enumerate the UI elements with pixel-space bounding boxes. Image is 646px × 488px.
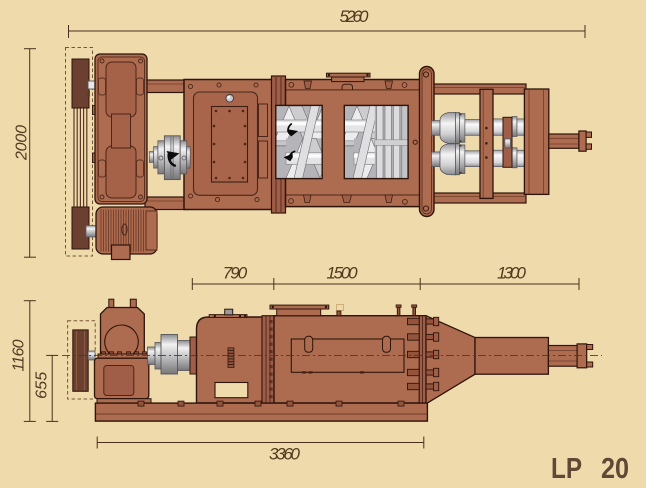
svg-text:1300: 1300 [497,264,527,283]
svg-text:2000: 2000 [13,125,30,161]
svg-text:5260: 5260 [340,7,370,26]
svg-text:3360: 3360 [269,445,301,464]
svg-text:LP: LP [551,453,582,485]
svg-text:1500: 1500 [326,264,358,283]
svg-text:1160: 1160 [10,339,27,371]
svg-text:655: 655 [34,372,51,399]
svg-text:790: 790 [223,264,248,283]
svg-text:20: 20 [601,453,629,485]
